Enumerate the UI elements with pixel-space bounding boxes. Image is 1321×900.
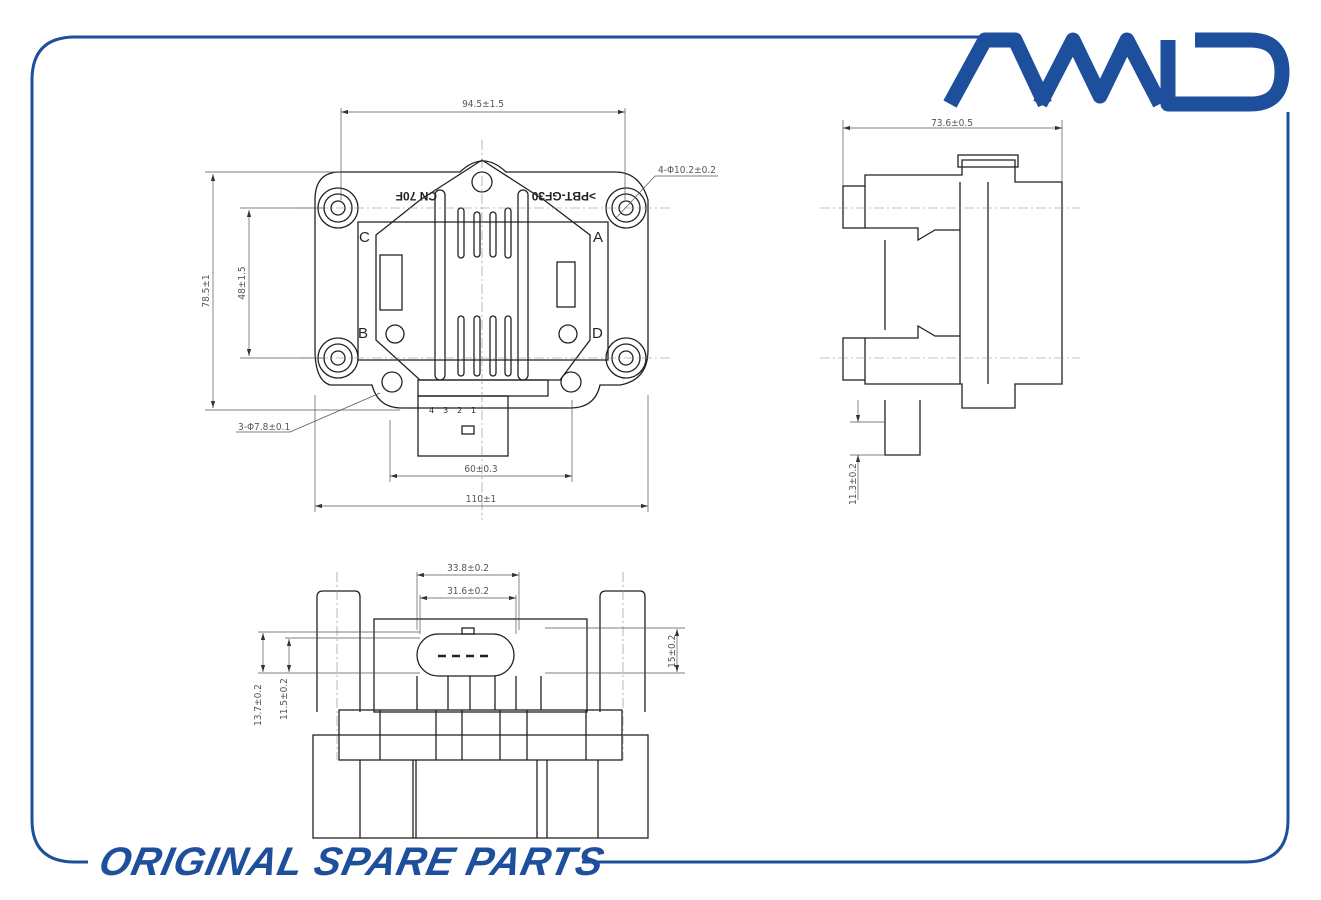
dim-hole-big: 4-Φ10.2±0.2 <box>658 165 716 176</box>
frame-border <box>30 35 1290 864</box>
pin-label: 2 <box>457 406 462 415</box>
dim-connector-height: 11.3±0.2 <box>848 463 859 505</box>
code-marking: CN 70F <box>396 189 437 203</box>
dim-height-holes: 48±1.5 <box>237 266 248 299</box>
dim-width-total: 110±1 <box>466 494 496 505</box>
front-view: 33.8±0.2 31.6±0.2 13.7±0.2 11.5±0.2 15±0… <box>253 563 685 839</box>
dim-height-right: 15±0.2 <box>667 635 678 668</box>
dim-height-total: 78.5±1 <box>201 274 212 307</box>
dim-height-outer: 13.7±0.2 <box>253 684 264 726</box>
slogan: ORIGINAL SPARE PARTS <box>95 840 609 884</box>
dim-height-inner: 11.5±0.2 <box>279 678 290 720</box>
dim-hole-small: 3-Φ7.8±0.1 <box>238 422 290 433</box>
pin-label: 4 <box>429 406 434 415</box>
amd-logo <box>943 32 1290 112</box>
dim-depth: 73.6±0.5 <box>931 118 973 129</box>
tower-label-b: B <box>358 325 368 342</box>
pin-label: 1 <box>471 406 476 415</box>
material-marking: >PBT-GF30 <box>531 189 596 203</box>
tower-label-c: C <box>359 229 370 246</box>
pin-label: 3 <box>443 406 448 415</box>
dim-outer-width: 33.8±0.2 <box>447 563 489 574</box>
tower-label-a: A <box>593 229 603 246</box>
side-view: 73.6±0.5 11.3±0.2 <box>820 118 1080 505</box>
tower-label-d: D <box>592 325 603 342</box>
dim-connector-span: 60±0.3 <box>464 464 497 475</box>
dim-width-holes: 94.5±1.5 <box>462 99 504 110</box>
top-view: 94.5±1.5 78.5±1 48±1.5 4-Φ10.2±0.2 3-Φ7.… <box>201 99 718 520</box>
dim-inner-width: 31.6±0.2 <box>447 586 489 597</box>
